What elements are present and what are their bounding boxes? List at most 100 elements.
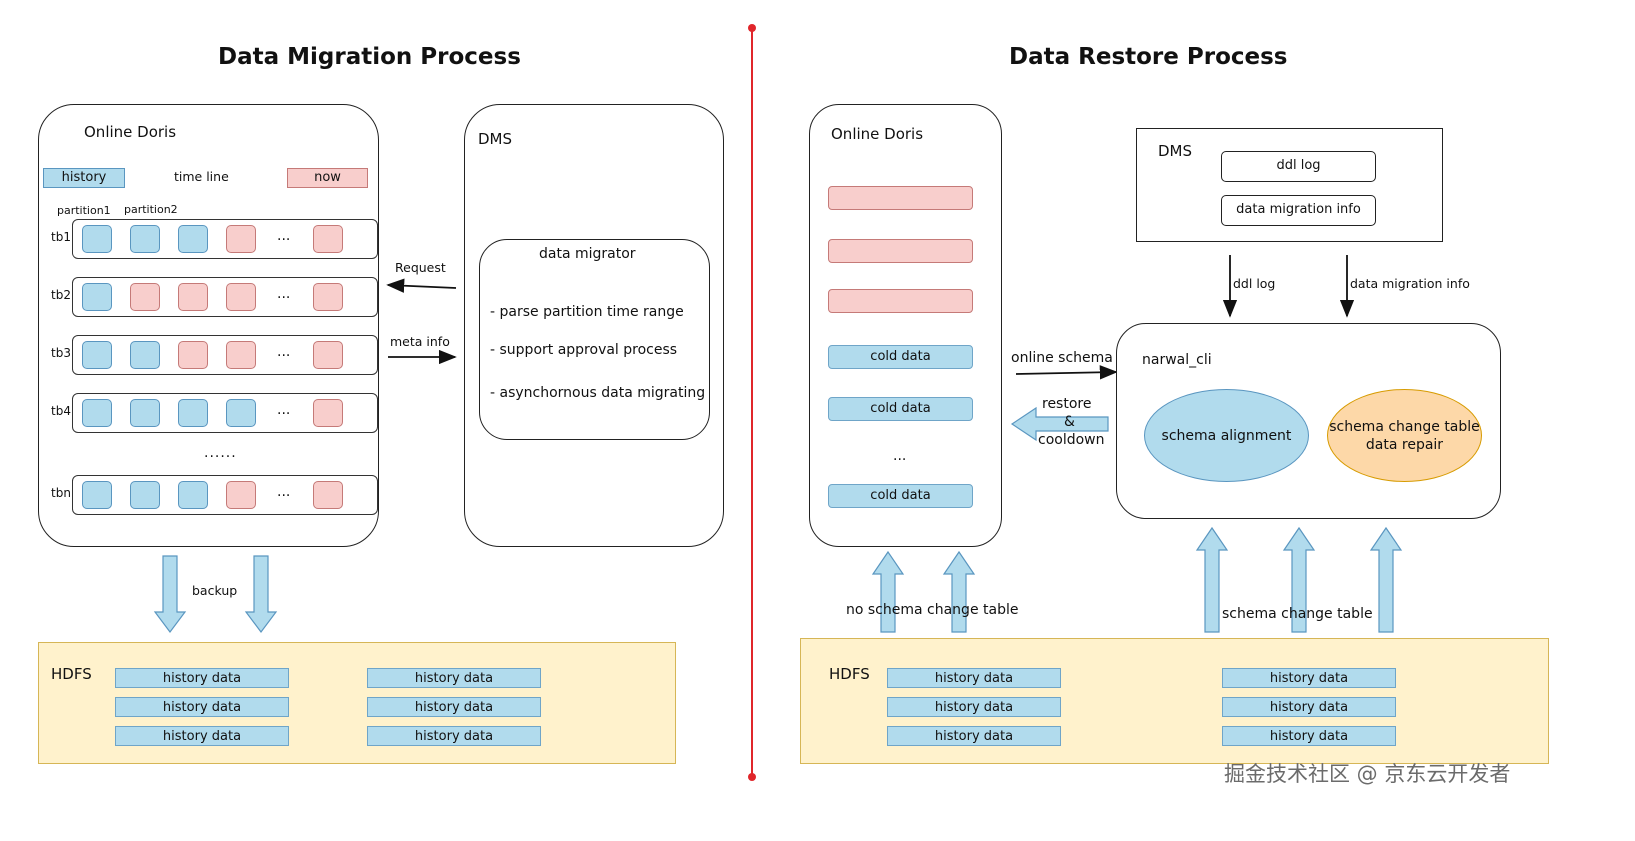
partition-cell: [82, 225, 112, 253]
cold-data-ellipsis: ...: [893, 448, 907, 464]
partition-cell: [82, 283, 112, 311]
row-ellipsis: ...: [277, 484, 291, 500]
schema-change-repair-label-1: schema change table: [1329, 418, 1480, 435]
hot-data-bar-1: [828, 186, 973, 210]
row-ellipsis: ...: [277, 402, 291, 418]
migration-info-arrow-label: data migration info: [1350, 276, 1470, 291]
request-label: Request: [395, 260, 446, 275]
dms-label-right: DMS: [1158, 142, 1193, 160]
partition-cell-now: [313, 283, 343, 311]
partition-cell-now: [313, 225, 343, 253]
table-name-tbn: tbn: [51, 486, 71, 500]
data-migrator-title: data migrator: [539, 246, 636, 262]
partition-cell: [130, 399, 160, 427]
schema-alignment-label: schema alignment: [1161, 427, 1292, 444]
narwal-cli-label: narwal_cli: [1142, 352, 1212, 368]
cold-data-bar-1: cold data: [828, 345, 973, 369]
hdfs-right-b2: history data: [1222, 697, 1396, 717]
restore-arrow: [1010, 406, 1109, 442]
hot-data-bar-3: [828, 289, 973, 313]
table-row-tbn: ...: [72, 475, 378, 515]
divider-dot-top: [748, 24, 756, 32]
partition-cell: [130, 341, 160, 369]
migration-title: Data Migration Process: [218, 44, 521, 70]
schema-change-label: schema change table: [1222, 606, 1373, 622]
table-row-tb1: ...: [72, 219, 378, 259]
table-name-tb1: tb1: [51, 230, 71, 244]
up-arrow-5: [1369, 526, 1403, 633]
table-row-tb2: ...: [72, 277, 378, 317]
online-schema-label: online schema: [1011, 350, 1113, 366]
partition-cell: [226, 283, 256, 311]
hdfs-left-a3: history data: [115, 726, 289, 746]
up-arrow-2: [942, 550, 976, 633]
online-doris-label-right: Online Doris: [831, 125, 924, 143]
partition-cell-now: [313, 481, 343, 509]
backup-label: backup: [192, 583, 238, 598]
partition-cell: [178, 283, 208, 311]
hdfs-left-b3: history data: [367, 726, 541, 746]
cold-data-bar-3: cold data: [828, 484, 973, 508]
history-tag: history: [43, 168, 125, 188]
partition1-label: partition1: [57, 204, 111, 217]
hdfs-label-left: HDFS: [51, 665, 92, 683]
row-ellipsis: ...: [277, 344, 291, 360]
table-name-tb2: tb2: [51, 288, 71, 302]
hdfs-label-right: HDFS: [829, 665, 870, 683]
hdfs-right-a3: history data: [887, 726, 1061, 746]
partition-cell: [178, 399, 208, 427]
timeline-label: time line: [174, 169, 229, 184]
hdfs-left-a1: history data: [115, 668, 289, 688]
migrator-item-2: - support approval process: [490, 342, 678, 358]
restore-title: Data Restore Process: [1009, 44, 1288, 70]
partition-cell: [226, 481, 256, 509]
partition-cell: [130, 283, 160, 311]
hdfs-right-a1: history data: [887, 668, 1061, 688]
watermark: 掘金技术社区 @ 京东云开发者: [1224, 762, 1511, 786]
partition-cell: [226, 225, 256, 253]
partition-cell: [178, 341, 208, 369]
partition-cell: [226, 341, 256, 369]
hdfs-right-b3: history data: [1222, 726, 1396, 746]
ddl-log-box: ddl log: [1221, 151, 1376, 182]
no-schema-change-label: no schema change table: [846, 602, 1019, 618]
migration-info-box: data migration info: [1221, 195, 1376, 226]
partition2-label: partition2: [124, 203, 178, 216]
restore-label-1: restore: [1042, 396, 1092, 412]
now-tag: now: [287, 168, 368, 188]
request-arrow: [386, 278, 457, 293]
hdfs-right-a2: history data: [887, 697, 1061, 717]
online-doris-label-left: Online Doris: [84, 123, 177, 141]
partition-cell-now: [313, 341, 343, 369]
rows-ellipsis: ......: [204, 445, 237, 461]
hdfs-left-a2: history data: [115, 697, 289, 717]
table-name-tb4: tb4: [51, 404, 71, 418]
partition-cell-now: [313, 399, 343, 427]
hdfs-right-b1: history data: [1222, 668, 1396, 688]
hdfs-left-b2: history data: [367, 697, 541, 717]
partition-cell: [178, 225, 208, 253]
restore-label-3: cooldown: [1038, 432, 1105, 448]
backup-arrow-left: [153, 555, 187, 633]
up-arrow-1: [871, 550, 905, 633]
table-row-tb4: ...: [72, 393, 378, 433]
table-name-tb3: tb3: [51, 346, 71, 360]
migrator-item-1: - parse partition time range: [490, 304, 684, 320]
row-ellipsis: ...: [277, 228, 291, 244]
hot-data-bar-2: [828, 239, 973, 263]
partition-cell: [178, 481, 208, 509]
ddl-log-arrow-label: ddl log: [1233, 276, 1276, 291]
schema-change-repair-label-2: data repair: [1365, 436, 1444, 453]
schema-change-repair-ellipse: schema change table data repair: [1327, 389, 1482, 482]
partition-cell: [130, 225, 160, 253]
partition-cell: [82, 399, 112, 427]
schema-alignment-ellipse: schema alignment: [1144, 389, 1309, 482]
table-row-tb3: ...: [72, 335, 378, 375]
dms-label-left: DMS: [478, 130, 513, 148]
partition-cell: [82, 481, 112, 509]
row-ellipsis: ...: [277, 286, 291, 302]
meta-info-label: meta info: [390, 334, 450, 349]
backup-arrow-right: [244, 555, 278, 633]
restore-label-2: &: [1064, 414, 1075, 430]
up-arrow-3: [1195, 526, 1229, 633]
